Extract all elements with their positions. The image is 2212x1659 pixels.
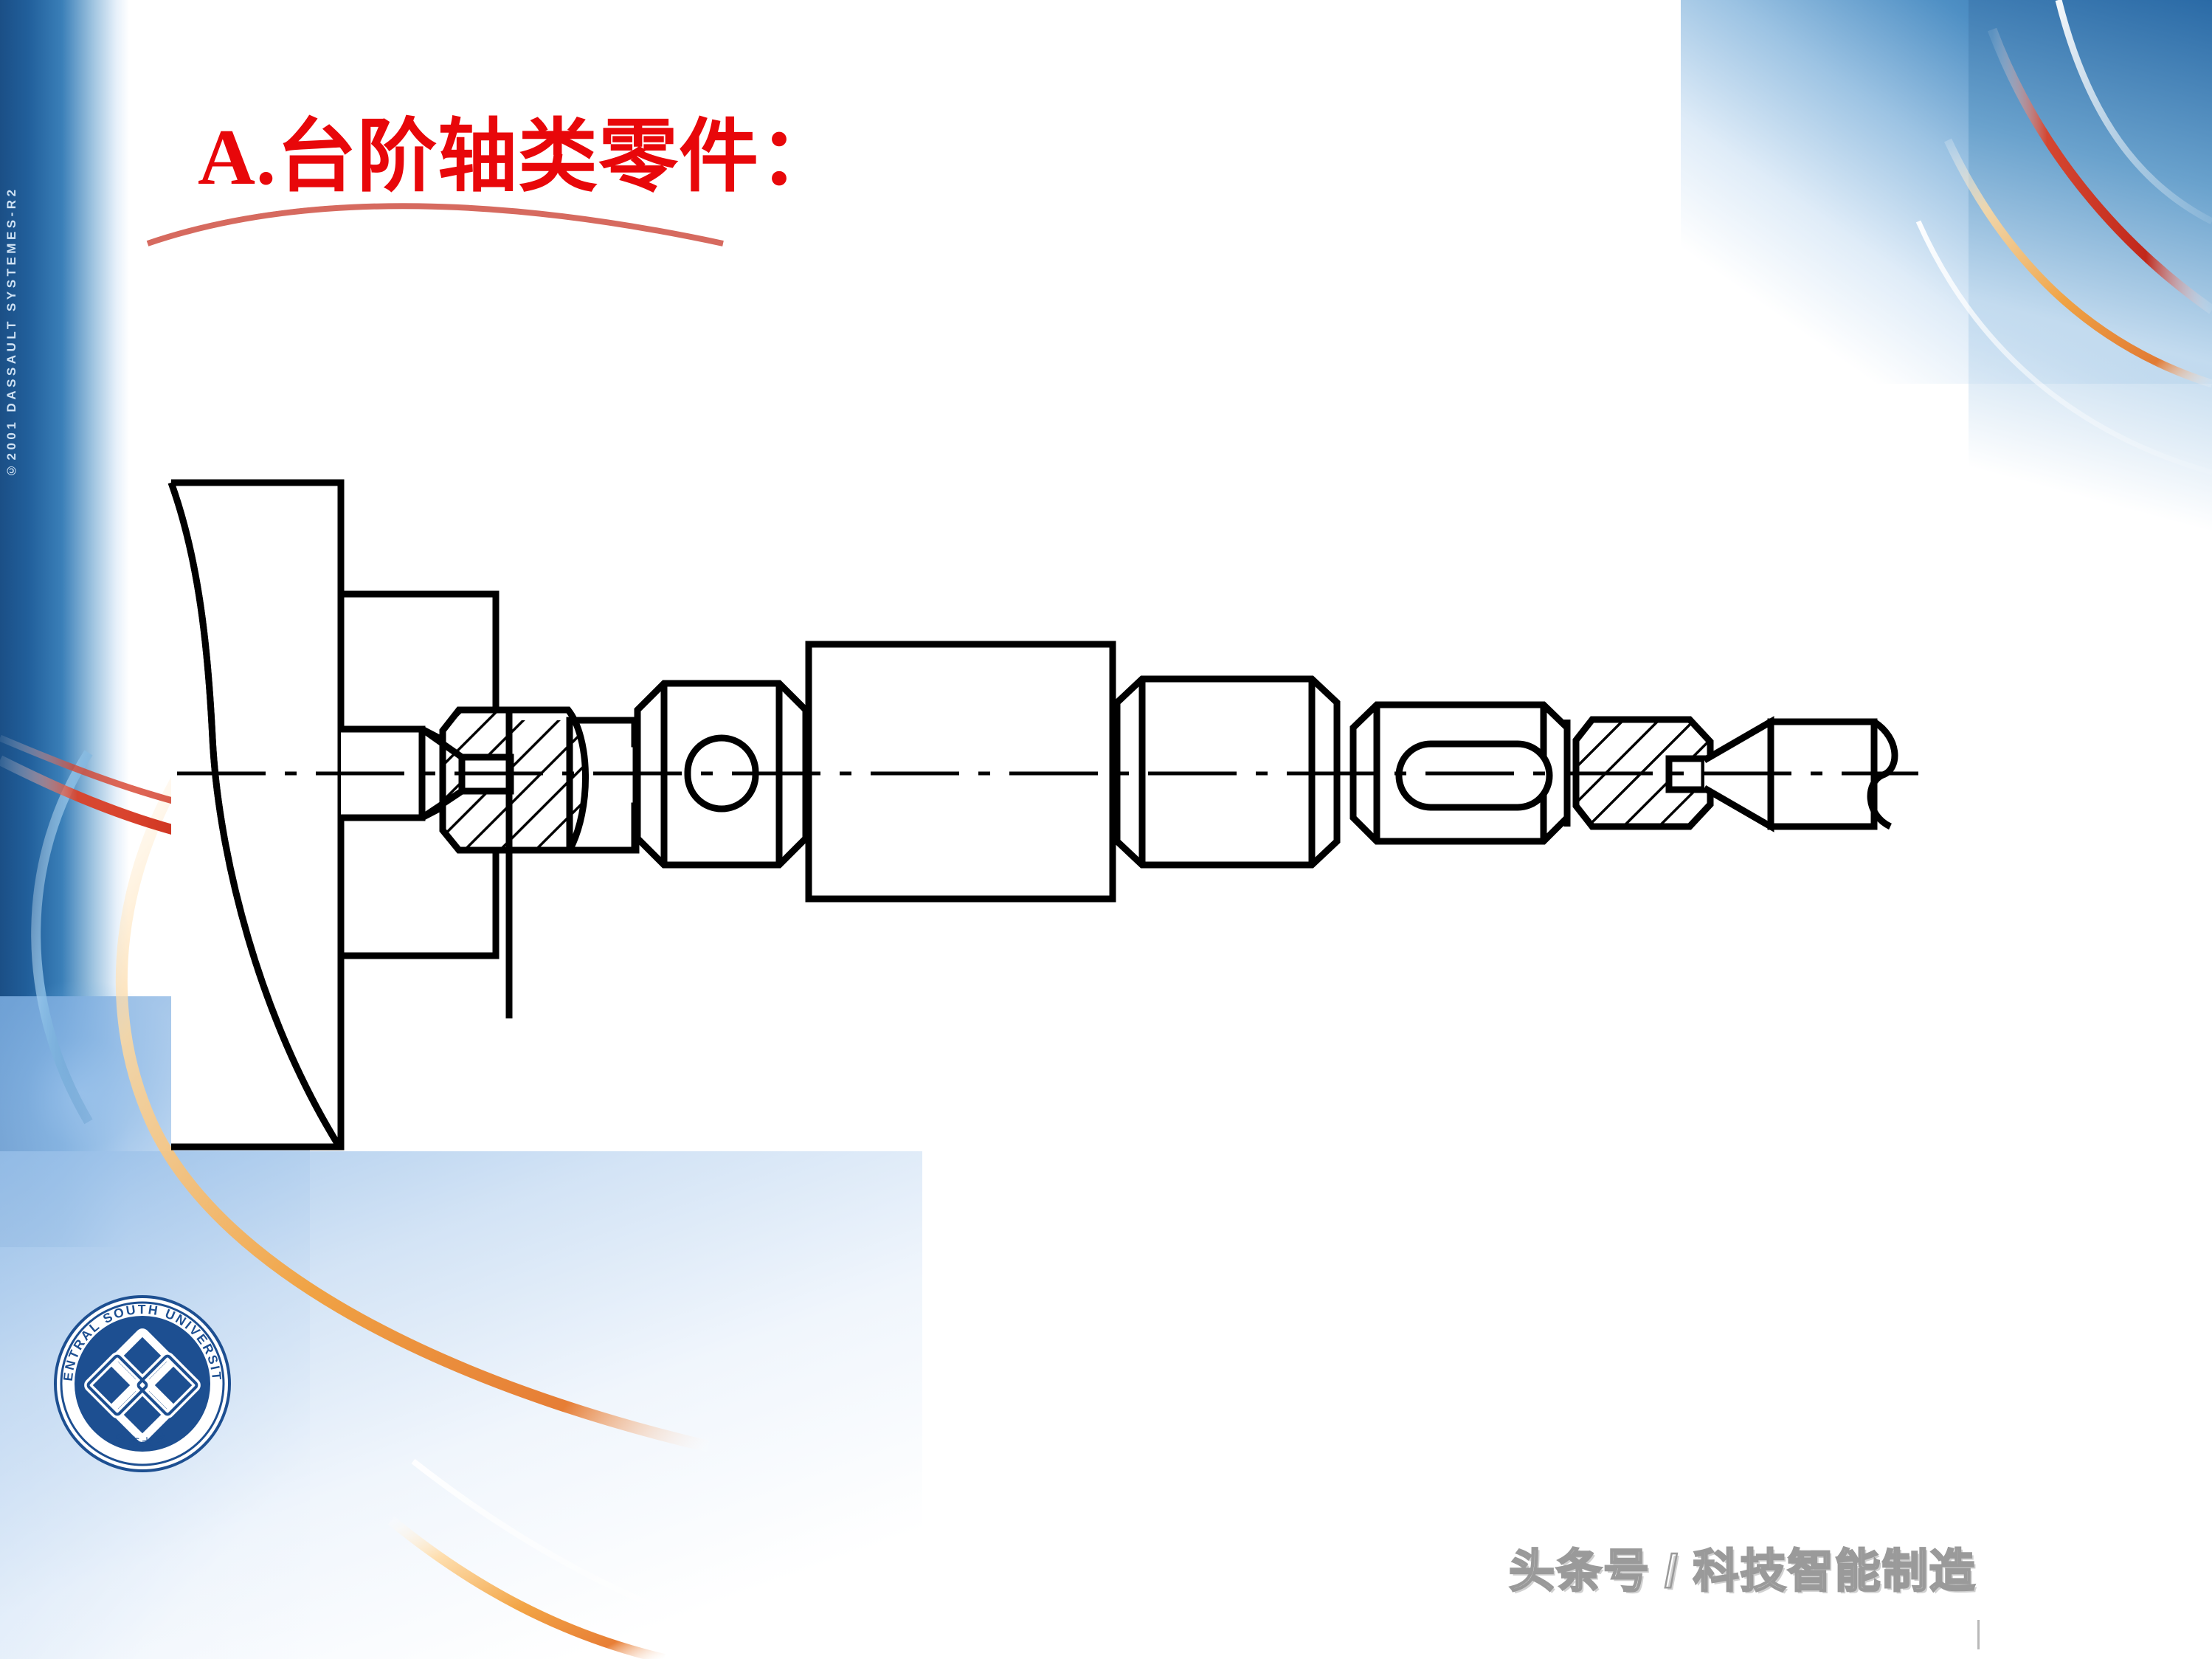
page-title: A.台阶轴类零件： — [198, 114, 840, 201]
central-south-university-logo: CENTRAL SOUTH UNIVERSITY 中南大学 — [50, 1291, 231, 1472]
watermark-text: 头条号 / 科技智能制造 — [1508, 1545, 1977, 1598]
watermark-tick-mark — [1977, 1620, 1980, 1649]
